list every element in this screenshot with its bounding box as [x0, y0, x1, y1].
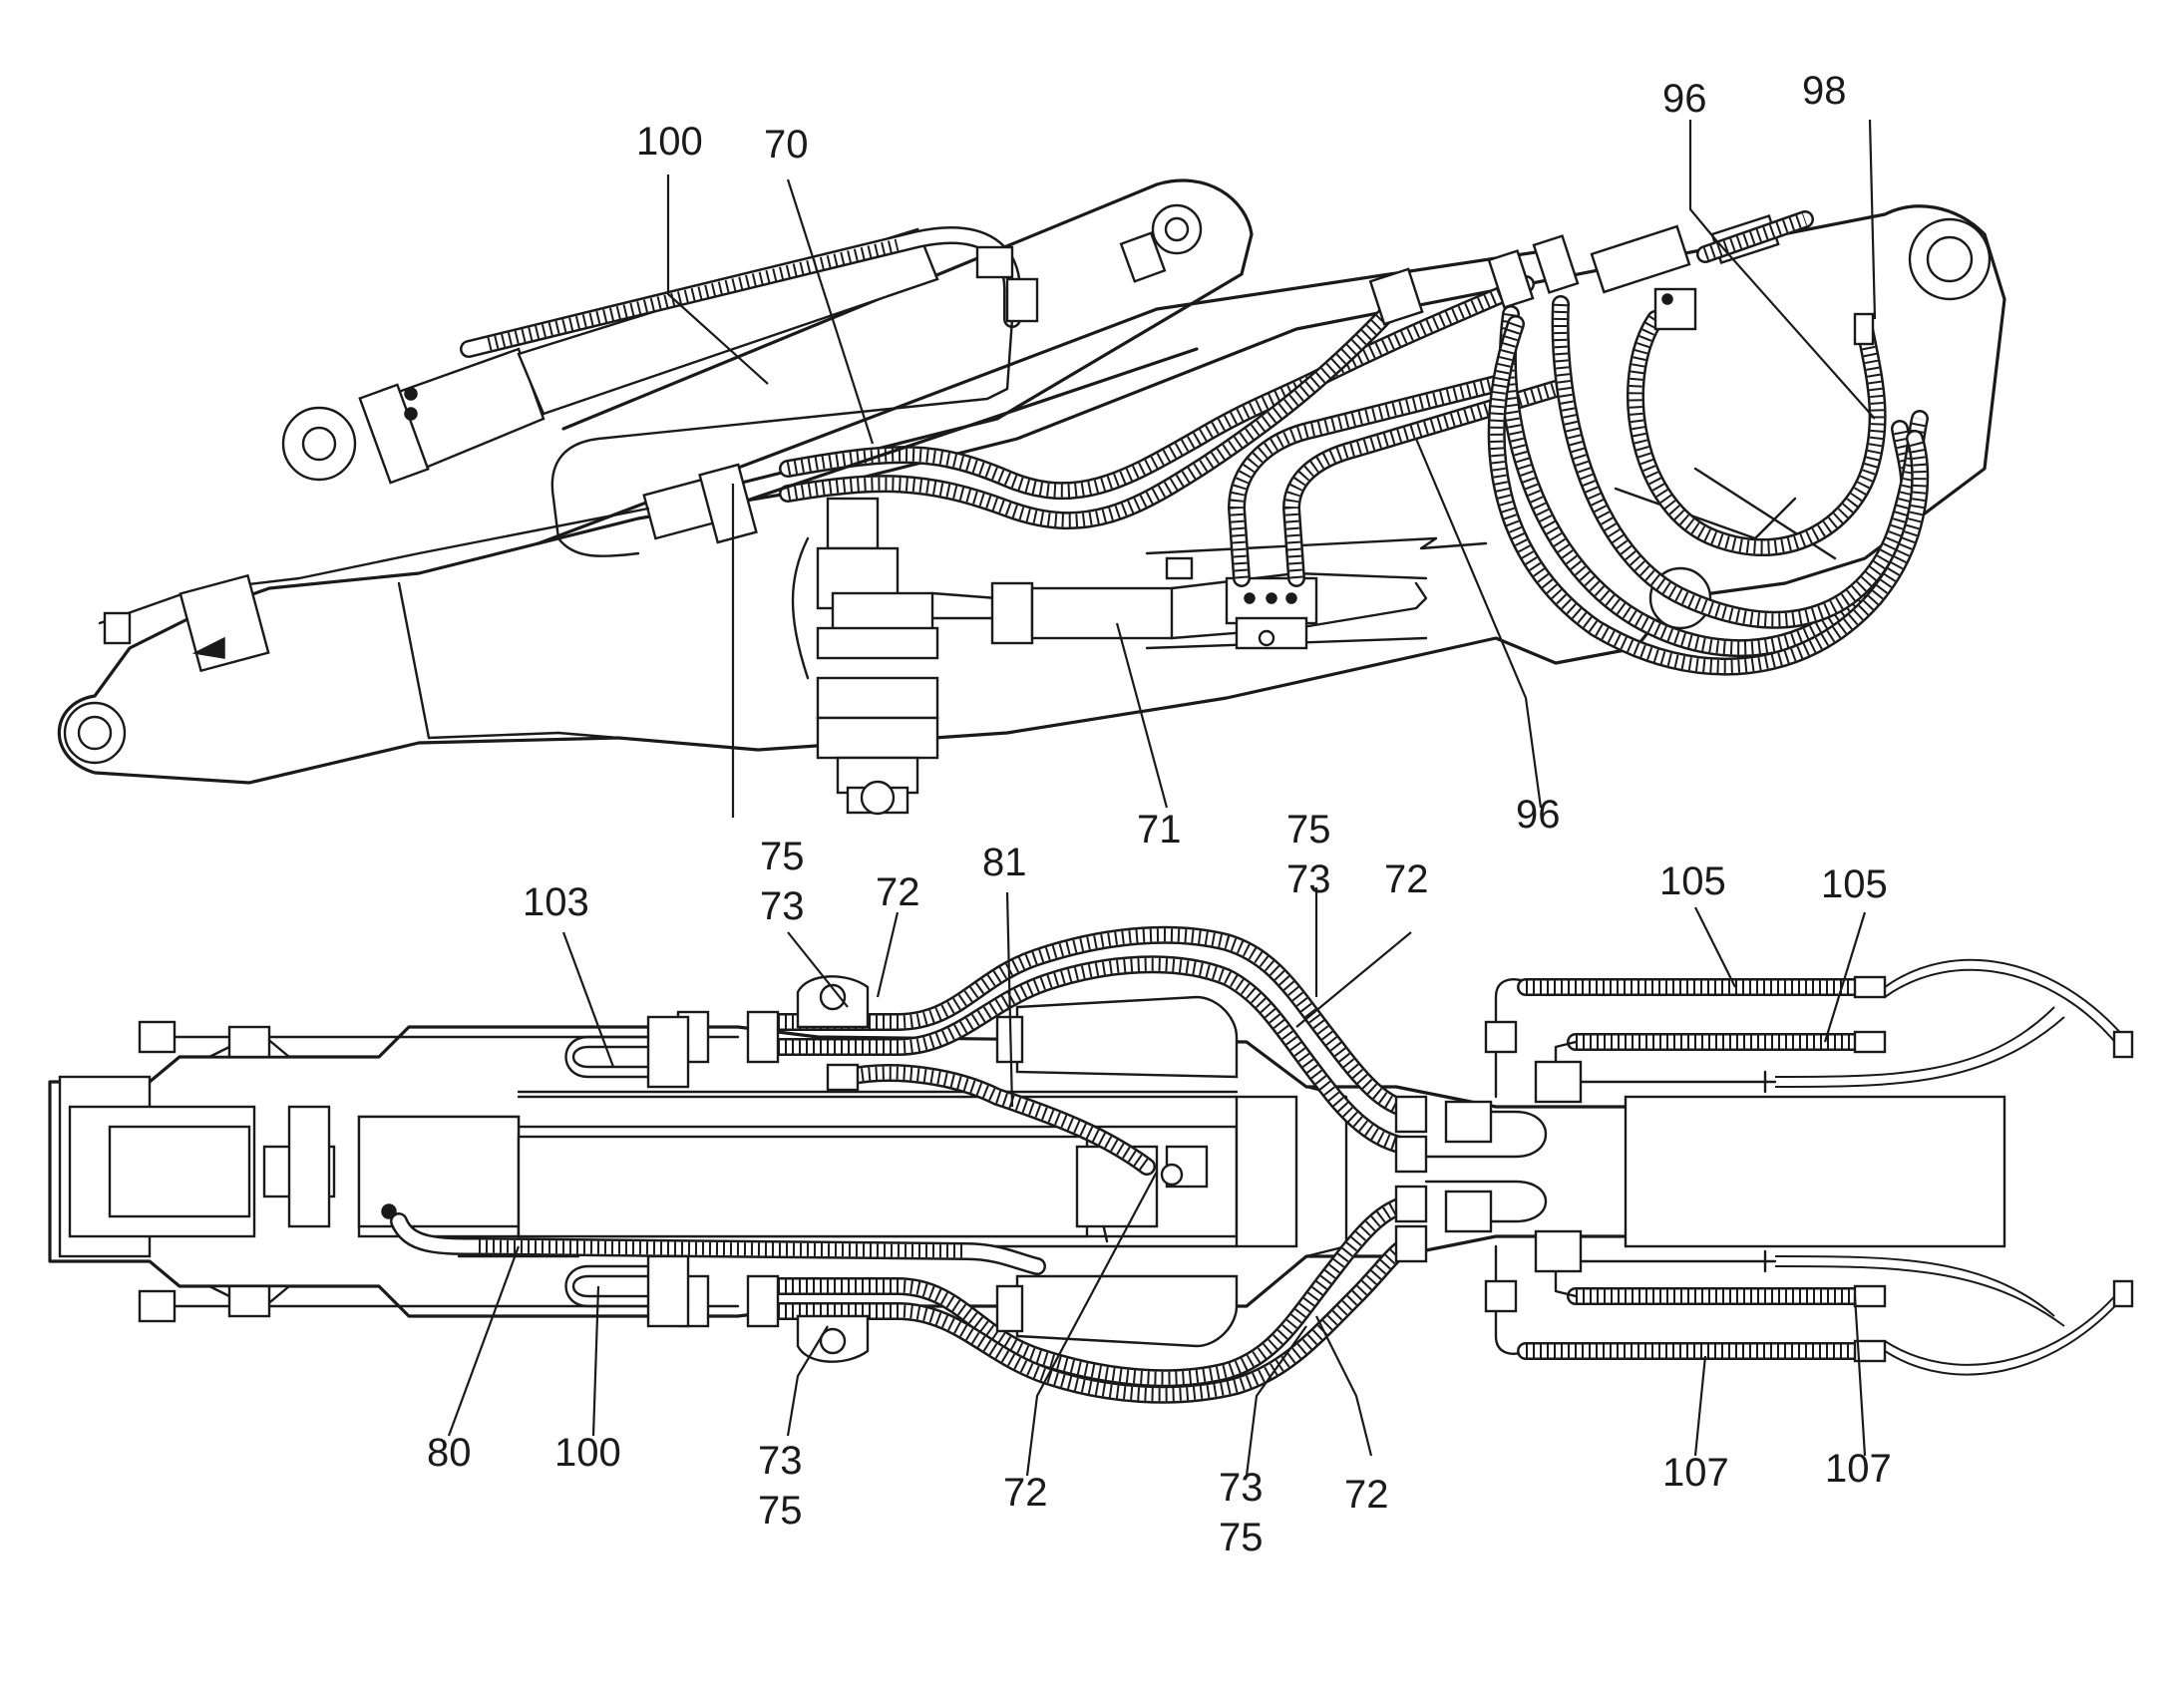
ref-label-103: 103	[523, 880, 589, 924]
bottom-plan-view	[48, 925, 2134, 1404]
tube-100-plan	[564, 1254, 690, 1328]
hose-98	[1627, 310, 1887, 557]
leader-lines	[447, 119, 1877, 1477]
ref-label-72-upper-left: 72	[876, 870, 920, 914]
boom-body-outline	[57, 204, 2006, 785]
pivot-bracket	[791, 497, 999, 816]
tube-103	[564, 1015, 690, 1089]
arm-link	[561, 178, 1254, 491]
ref-label-96-lower: 96	[1516, 793, 1561, 837]
ref-label-105-left: 105	[1659, 859, 1726, 903]
ref-label-72-lower-left: 72	[1003, 1471, 1048, 1515]
top-side-view	[57, 178, 2006, 816]
ref-label-107-left: 107	[1662, 1451, 1729, 1495]
tubes-107	[1484, 1229, 2134, 1376]
ref-label-81: 81	[982, 841, 1027, 884]
ref-label-70: 70	[764, 123, 809, 167]
main-cylinder-plan	[357, 1115, 1159, 1238]
side-cylinder-upper	[1015, 995, 1239, 1079]
hoses-73-75-lower	[769, 1193, 1425, 1404]
reference-numerals: 100 70 96 98 71 96 75 73 72 81 103 75 73…	[427, 69, 1892, 1559]
ref-label-72-upper-right: 72	[1384, 857, 1429, 901]
ref-label-80: 80	[427, 1431, 472, 1475]
hoses-73-75-upper	[769, 925, 1425, 1156]
ref-label-75-lower-left: 75	[758, 1489, 803, 1533]
hose-81	[826, 1063, 1156, 1176]
ref-label-73-lower-right: 73	[1219, 1466, 1264, 1510]
hose-80	[390, 1212, 1046, 1275]
ref-label-100: 100	[636, 120, 703, 164]
hose-70	[779, 275, 1535, 529]
ref-label-75-upper-right: 75	[1286, 808, 1331, 852]
ref-label-96-top: 96	[1662, 77, 1707, 121]
ref-label-72-lower-right: 72	[1344, 1473, 1389, 1517]
ref-label-107-right: 107	[1825, 1447, 1892, 1491]
valve-block-top	[1225, 576, 1318, 650]
hose-end-fittings-top	[1368, 210, 1814, 331]
ref-label-100-plan: 100	[554, 1431, 621, 1475]
ref-label-73-lower-left: 73	[758, 1439, 803, 1483]
ref-label-73-upper-left: 73	[760, 884, 805, 928]
ref-label-73-upper-right: 73	[1286, 857, 1331, 901]
ref-label-71: 71	[1137, 808, 1182, 852]
side-cylinder-lower	[1015, 1274, 1239, 1348]
hose-96	[1487, 295, 1930, 676]
cylinder-71	[990, 556, 1428, 645]
ref-label-98: 98	[1802, 69, 1847, 113]
ref-label-75-lower-right: 75	[1219, 1516, 1264, 1559]
ref-label-75-upper-left: 75	[760, 835, 805, 878]
upper-cylinder	[281, 227, 939, 485]
tubes-105	[1484, 958, 2134, 1104]
manifold-block	[1394, 1095, 1548, 1263]
ref-label-105-right: 105	[1821, 862, 1888, 906]
